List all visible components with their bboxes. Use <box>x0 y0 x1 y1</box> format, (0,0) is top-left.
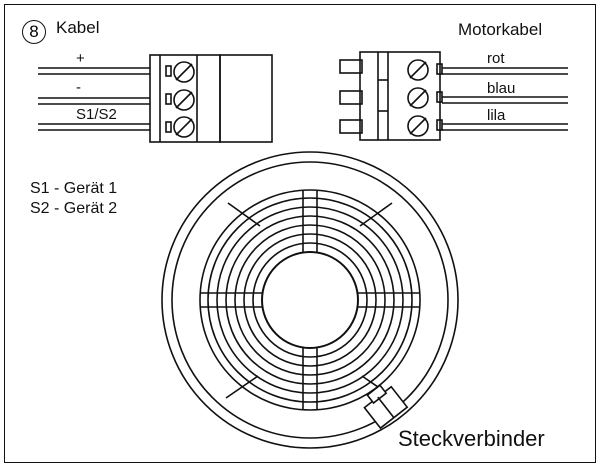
wire-label-lila: lila <box>487 107 506 124</box>
plug-connector <box>363 384 409 430</box>
right-terminal-block <box>339 51 443 141</box>
fan-drawing <box>161 151 459 449</box>
wire-label-s1s2: S1/S2 <box>76 106 117 123</box>
wire-label-rot: rot <box>487 50 505 67</box>
wire-label-minus: - <box>76 79 81 96</box>
right-cable-wires <box>442 67 568 131</box>
legend-item-s2: S2 - Gerät 2 <box>30 200 118 217</box>
diagram-frame <box>4 4 596 463</box>
left-terminal-block <box>149 54 273 143</box>
step-number-badge: 8 <box>22 20 46 44</box>
left-cable-wires <box>38 67 150 131</box>
wire-label-plus: + <box>76 50 85 67</box>
legend-item-s1: S1 - Gerät 1 <box>30 180 118 197</box>
plug-connector-label: Steckverbinder <box>398 426 545 451</box>
cable-title: Kabel <box>56 18 100 37</box>
wire-label-blau: blau <box>487 80 516 97</box>
motor-cable-title: Motorkabel <box>458 20 543 39</box>
